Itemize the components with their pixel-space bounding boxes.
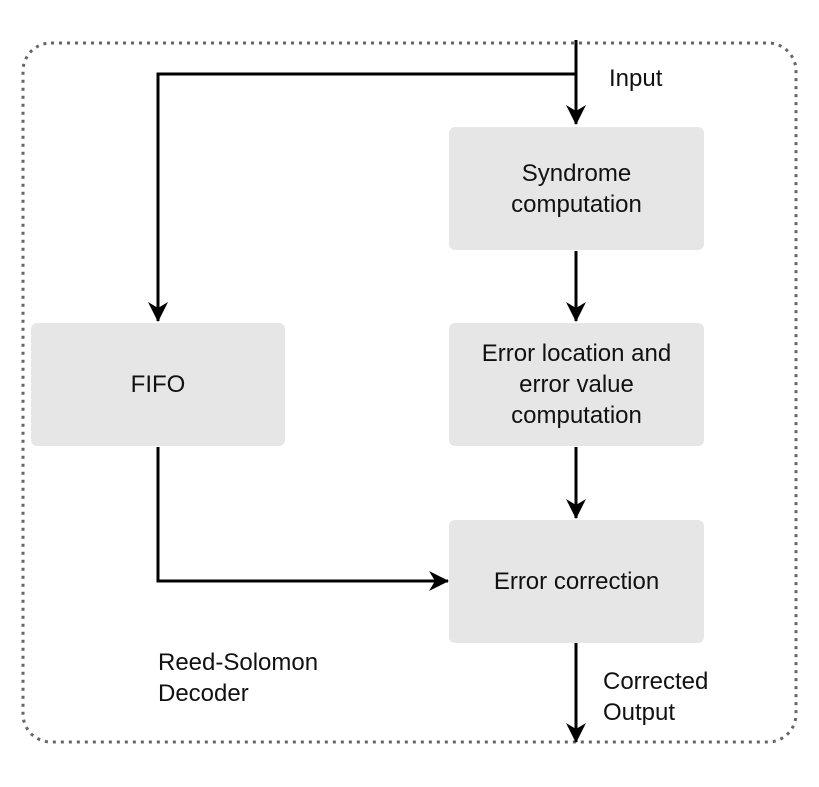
- decoder-name-label: Reed-Solomon Decoder: [158, 647, 318, 709]
- decoder-container-border: [21, 41, 798, 744]
- decoder-name-line-2: Decoder: [158, 680, 249, 707]
- decoder-name-line-1: Reed-Solomon: [158, 649, 319, 676]
- fifo-to-correction-arrow: [156, 447, 449, 591]
- output-label-line-2: Output: [603, 699, 676, 726]
- output-label-line-1: Corrected: [603, 668, 709, 695]
- input-label: Input: [609, 63, 662, 94]
- fifo-line-1: FIFO: [130, 371, 186, 398]
- error-location-line-3: computation: [511, 402, 642, 429]
- corrected-output-label: Corrected Output: [603, 666, 708, 728]
- error-correction-block: Error correction: [449, 520, 704, 643]
- input-label-text: Input: [609, 65, 663, 92]
- error-location-line-2: error value: [519, 371, 634, 398]
- syndrome-line-1: Syndrome: [521, 159, 632, 187]
- syndrome-computation-block: Syndrome computation: [449, 127, 704, 250]
- input-to-fifo-arrow: [148, 72, 576, 322]
- fifo-block: FIFO: [31, 323, 285, 446]
- error-correction-line-1: Error correction: [493, 568, 660, 595]
- error-location-block: Error location and error value computati…: [449, 323, 704, 446]
- error-location-line-1: Error location and: [481, 340, 672, 367]
- syndrome-line-2: computation: [511, 190, 642, 218]
